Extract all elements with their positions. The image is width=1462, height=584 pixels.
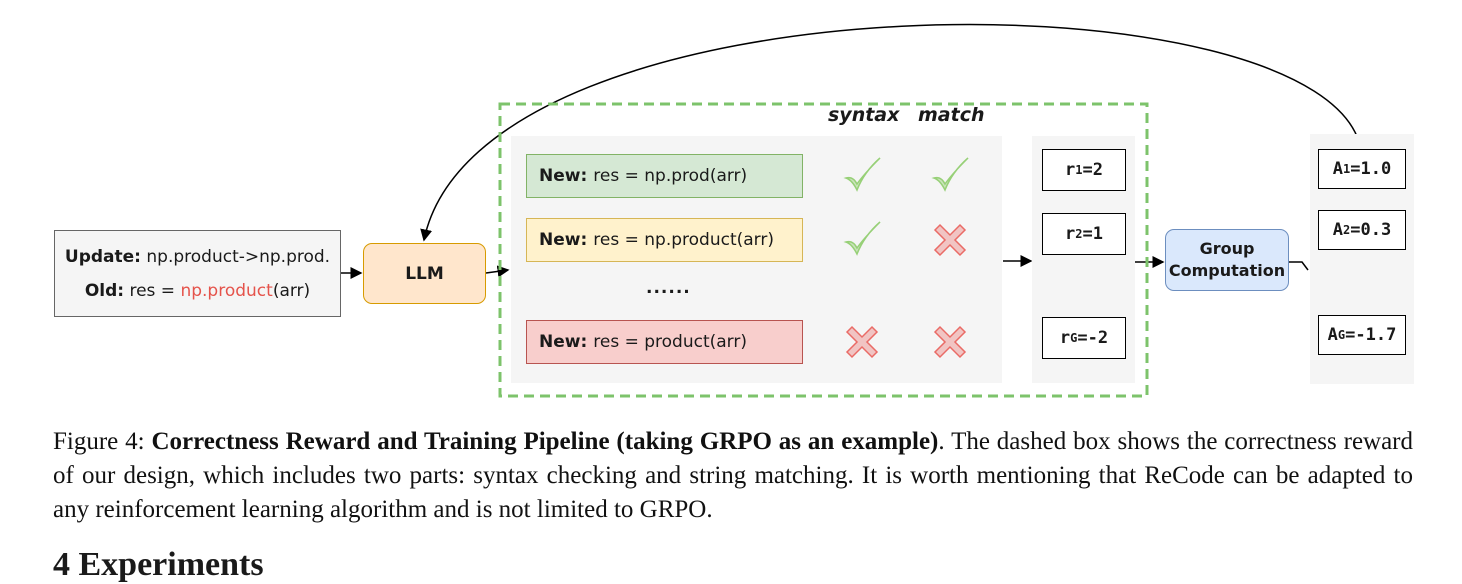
- candidate-label: New:: [539, 166, 588, 186]
- reward-val: =1: [1082, 224, 1103, 244]
- advantage-val: =-1.7: [1345, 325, 1397, 345]
- reward-val: =2: [1082, 160, 1103, 180]
- check-icon: [931, 157, 969, 192]
- reward-sym: r: [1065, 160, 1076, 180]
- figure-caption: Figure 4: Correctness Reward and Trainin…: [53, 425, 1413, 527]
- old-highlight: np.product: [180, 280, 273, 301]
- arrow-llm-candidates: [485, 265, 510, 278]
- old-label: Old:: [84, 280, 125, 301]
- old-line: Old: res = np.product(arr): [85, 274, 310, 308]
- reward-sym: r: [1059, 328, 1071, 348]
- caption-title: Correctness Reward and Training Pipeline…: [151, 428, 939, 455]
- candidate-2: New: res = np.product(arr): [526, 218, 803, 262]
- old-prefix: res =: [129, 280, 181, 301]
- cross-icon: [845, 325, 879, 359]
- feedback-arc: [420, 23, 1362, 242]
- llm-box: LLM: [363, 243, 486, 304]
- connectors: [341, 23, 1362, 398]
- candidate-label: New:: [539, 230, 588, 250]
- correctness-reward-box: [498, 102, 1149, 398]
- advantage-sym: A: [1332, 220, 1344, 240]
- cross-icon: [933, 325, 967, 359]
- check-icon: [843, 221, 881, 256]
- cross-icon: [933, 223, 967, 257]
- update-line: Update: np.product->np.prod.: [65, 240, 330, 274]
- caption-body: . The dashed box shows the correctness r…: [53, 428, 1414, 523]
- ellipsis: ......: [646, 278, 691, 298]
- syntax-header: syntax: [828, 104, 900, 126]
- candidate-code: res = np.product(arr): [593, 230, 774, 250]
- old-suffix: (arr): [272, 280, 311, 301]
- advantage-val: =0.3: [1350, 220, 1392, 240]
- section-heading: 4 Experiments: [53, 546, 264, 583]
- candidate-1: New: res = np.prod(arr): [526, 154, 803, 198]
- check-marks-layer: [843, 157, 969, 359]
- advantage-sym: A: [1332, 159, 1344, 179]
- reward-sym: r: [1065, 224, 1076, 244]
- match-header: match: [918, 104, 985, 126]
- candidate-3: New: res = product(arr): [526, 320, 803, 364]
- update-text: np.product->np.prod.: [146, 246, 331, 267]
- advantage-val: =1.0: [1350, 159, 1392, 179]
- candidate-code: res = np.prod(arr): [593, 166, 748, 186]
- group-line2: Computation: [1168, 261, 1286, 280]
- caption-prefix: Figure 4:: [53, 428, 152, 455]
- reward-val: =-2: [1077, 328, 1109, 348]
- advantage-sym: A: [1327, 325, 1338, 345]
- llm-label: LLM: [405, 263, 444, 284]
- group-computation-box: Group Computation: [1165, 229, 1289, 291]
- update-label: Update:: [64, 246, 141, 267]
- input-box: Update: np.product->np.prod. Old: res = …: [54, 230, 341, 317]
- pipeline-diagram: Update: np.product->np.prod. Old: res = …: [54, 23, 1406, 398]
- group-line1: Group: [1199, 239, 1255, 258]
- arrow-group-advantages: [1289, 261, 1309, 271]
- check-icon: [843, 157, 881, 192]
- candidate-code: res = product(arr): [593, 332, 747, 352]
- candidate-label: New:: [539, 332, 588, 352]
